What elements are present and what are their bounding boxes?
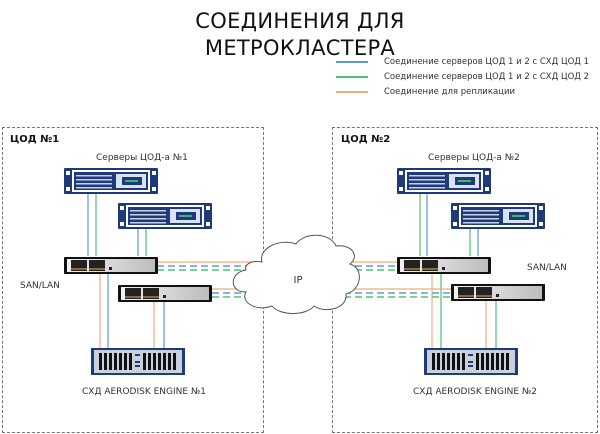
dc1-server-2-icon (118, 203, 212, 229)
dc2-san-lan-label: SAN/LAN (527, 263, 567, 273)
dc2-storage-icon (424, 348, 518, 375)
dc2-switch-1-icon (397, 257, 491, 274)
dc2-storage-label: СХД AERODISK ENGINE №2 (413, 387, 537, 397)
dc1-storage-icon (91, 348, 185, 375)
dc1-server-1-icon (64, 168, 158, 194)
legend-label: Соединение серверов ЦОД 1 и 2 с СХД ЦОД … (384, 56, 590, 67)
dc1-switch-1-icon (64, 257, 158, 274)
legend-label: Соединение серверов ЦОД 1 и 2 с СХД ЦОД … (384, 71, 590, 82)
datacenter-2-title: ЦОД №2 (341, 134, 391, 145)
dc2-server-1-icon (397, 168, 491, 194)
dc2-switch-2-icon (451, 284, 545, 301)
dc1-san-lan-label: SAN/LAN (20, 281, 60, 291)
dc1-servers-label: Серверы ЦОД-а №1 (96, 153, 188, 163)
legend-item-storage2: Соединение серверов ЦОД 1 и 2 с СХД ЦОД … (336, 69, 589, 84)
ip-cloud-icon (232, 234, 360, 314)
legend: Соединение серверов ЦОД 1 и 2 с СХД ЦОД … (336, 54, 589, 99)
diagram-title: СОЕДИНЕНИЯ ДЛЯ МЕТРОКЛАСТЕРА (150, 8, 450, 62)
dc1-switch-2-icon (118, 285, 212, 302)
legend-line-blue (336, 60, 368, 63)
legend-label: Соединение для репликации (384, 86, 516, 97)
title-line-1: СОЕДИНЕНИЯ ДЛЯ (195, 9, 405, 33)
dc2-server-2-icon (451, 203, 545, 229)
legend-item-storage1: Соединение серверов ЦОД 1 и 2 с СХД ЦОД … (336, 54, 589, 69)
dc2-servers-label: Серверы ЦОД-а №2 (428, 153, 520, 163)
cloud-label: IP (294, 275, 303, 286)
legend-line-green (336, 75, 368, 78)
legend-line-orange (336, 90, 368, 93)
dc1-storage-label: СХД AERODISK ENGINE №1 (82, 387, 206, 397)
datacenter-1-title: ЦОД №1 (10, 134, 60, 145)
title-line-2: МЕТРОКЛАСТЕРА (204, 36, 396, 60)
legend-item-replication: Соединение для репликации (336, 84, 589, 99)
